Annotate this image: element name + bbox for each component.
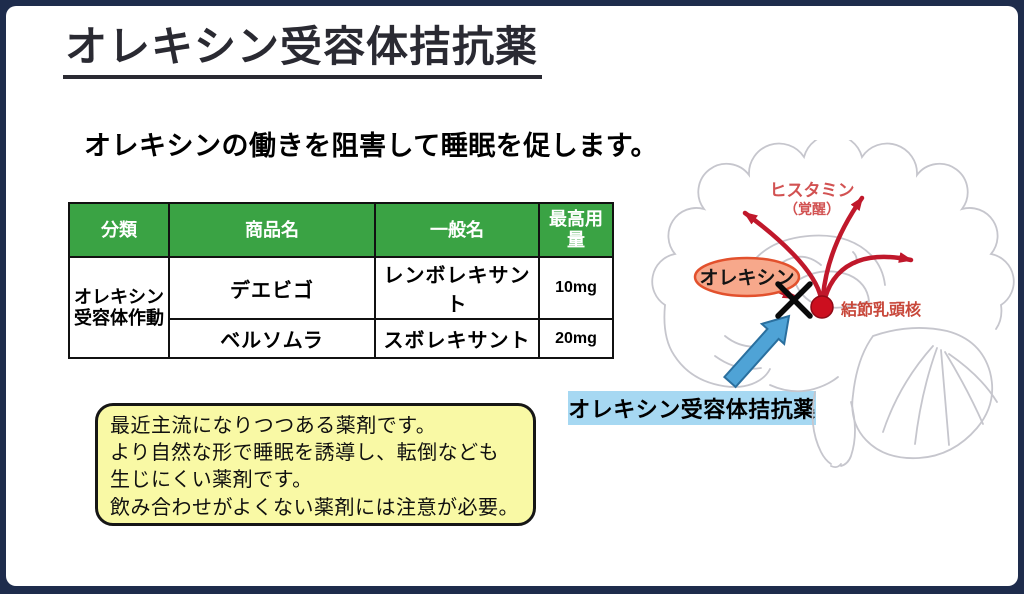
note-line: 生じにくい薬剤です。 (110, 469, 313, 492)
brain-outline (651, 133, 1015, 469)
note-box: 最近主流になりつつある薬剤です。 より自然な形で睡眠を誘導し、転倒なども 生じに… (95, 403, 536, 526)
histamine-arrows (742, 195, 914, 301)
header-generic-name: 一般名 (374, 202, 540, 258)
orexin-bubble (693, 256, 801, 298)
brand-cell: ベルソムラ (168, 318, 376, 359)
header-classification: 分類 (68, 202, 170, 258)
dose-cell: 20mg (538, 318, 614, 359)
nucleus-dot (810, 295, 834, 319)
note-line: 最近主流になりつつある薬剤です。 (110, 415, 437, 437)
slide-subtitle: オレキシンの働きを阻害して睡眠を促します。 (84, 131, 658, 161)
generic-cell: スボレキサント (374, 318, 540, 359)
category-cell: オレキシン受容体作動 (68, 256, 170, 359)
page-title: オレキシン受容体拮抗薬 (63, 24, 543, 80)
table-row: オレキシン受容体作動 デエビゴ レンボレキサント 10mg (68, 256, 614, 359)
arrow-up-left (742, 210, 824, 301)
note-line: 飲み合わせがよくない薬剤には注意が必要。 (110, 496, 519, 519)
slide: オレキシン受容体拮抗薬 オレキシンの働きを阻害して睡眠を促します。 分類 商品名… (6, 6, 1018, 586)
table-header-row: 分類 商品名 一般名 最高用量 (68, 202, 614, 258)
table-row: ベルソムラ スボレキサント 20mg (69, 318, 614, 359)
orexin-label: オレキシン (699, 268, 794, 289)
generic-cell: レンボレキサント (374, 256, 540, 320)
drug-label-callout: オレキシン受容体拮抗薬 (568, 391, 816, 425)
arrow-right (822, 252, 914, 301)
arrow-up (820, 195, 865, 299)
brand-cell: デエビゴ (168, 256, 376, 320)
header-max-dose: 最高用量 (538, 202, 614, 258)
header-brand-name: 商品名 (168, 202, 376, 258)
block-x-icon (775, 281, 813, 319)
nucleus-label: 結節乳頭核 (840, 300, 921, 319)
dose-cell: 10mg (538, 256, 614, 320)
brain-diagram: オレキシン ヒスタミン （覚醒） 結節乳頭核 (645, 133, 1024, 485)
drug-arrow (722, 314, 791, 389)
drug-table: 分類 商品名 一般名 最高用量 オレキシン受容体作動 デエビゴ レンボレキサント… (68, 202, 614, 359)
brain-illustration: オレキシン ヒスタミン （覚醒） 結節乳頭核 (651, 133, 1015, 469)
histamine-label: ヒスタミン (770, 181, 855, 200)
note-line: より自然な形で睡眠を誘導し、転倒なども (110, 442, 500, 465)
histamine-sub-label: （覚醒） (784, 201, 840, 217)
